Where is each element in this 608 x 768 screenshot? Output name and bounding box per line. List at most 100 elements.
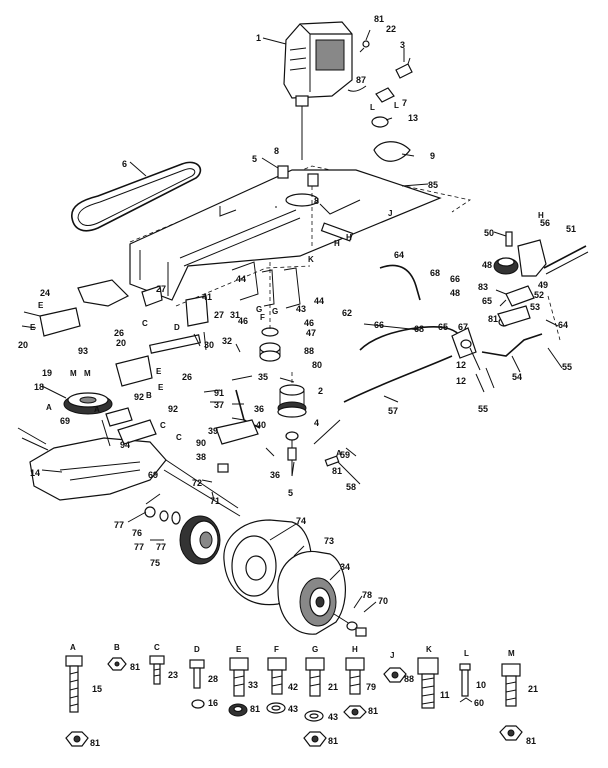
callout: 12 <box>456 360 466 370</box>
callout: 65 <box>438 322 448 332</box>
hw-nut-g: 81 <box>328 736 338 746</box>
hw-letter-m: M <box>508 649 515 658</box>
callout: 80 <box>312 360 322 370</box>
callout: 73 <box>324 536 334 546</box>
callout: 76 <box>132 528 142 538</box>
callout: 47 <box>306 328 316 338</box>
hw-letter-d: D <box>194 645 200 654</box>
hw-part-l: 10 <box>476 680 486 690</box>
hw-letter-c: C <box>154 643 160 652</box>
letter: C <box>176 433 182 442</box>
callout: 83 <box>478 282 488 292</box>
letter: E <box>158 383 164 392</box>
reference-letters: K H H J L L F G G C C C D E E E E A A A … <box>30 101 544 458</box>
hw-part-m: 21 <box>528 684 538 694</box>
callout: 59 <box>340 450 350 460</box>
callout: 66 <box>450 274 460 284</box>
hw-letter-g: G <box>312 645 318 654</box>
hw-letter-a: A <box>70 643 76 652</box>
letter: A <box>46 403 52 412</box>
callout: 8 <box>314 196 319 206</box>
callout: 14 <box>30 468 40 478</box>
callout: 4 <box>314 418 319 428</box>
letter: L <box>370 103 375 112</box>
callout: 13 <box>408 113 418 123</box>
letter: J <box>388 209 392 218</box>
hw-letter-f: F <box>274 645 279 654</box>
callout: 81 <box>374 14 384 24</box>
drive-belt <box>71 161 202 232</box>
hw-letter-j: J <box>390 651 394 660</box>
callout: 12 <box>456 376 466 386</box>
hw-part-k: 11 <box>440 690 450 700</box>
letter: A <box>336 449 342 458</box>
shift-linkage <box>313 264 561 467</box>
hw-washer-g: 43 <box>328 712 338 722</box>
letter: E <box>38 301 44 310</box>
callout: 93 <box>78 346 88 356</box>
callout: 88 <box>304 346 314 356</box>
callout: 77 <box>156 542 166 552</box>
callout: 77 <box>114 520 124 530</box>
callout: 69 <box>148 470 158 480</box>
brake-bracket <box>493 231 589 327</box>
callout: 9 <box>430 151 435 161</box>
engine <box>283 21 353 160</box>
hw-part-a: 15 <box>92 684 102 694</box>
callout: 5 <box>252 154 257 164</box>
callout: 92 <box>134 392 144 402</box>
callout: 75 <box>150 558 160 568</box>
hw-part-f: 42 <box>288 682 298 692</box>
callout: 24 <box>40 288 50 298</box>
hw-part-h: 79 <box>366 682 376 692</box>
hw-part-b: 81 <box>130 662 140 672</box>
callout: 85 <box>428 180 438 190</box>
callout: 58 <box>346 482 356 492</box>
callout: 64 <box>558 320 568 330</box>
callout: 2 <box>318 386 323 396</box>
letter: M <box>70 369 77 378</box>
hw-part-g: 21 <box>328 682 338 692</box>
letter: M <box>84 369 91 378</box>
callout: 40 <box>256 420 266 430</box>
callout: 39 <box>208 426 218 436</box>
left-brackets <box>21 261 301 473</box>
callout: 91 <box>214 388 224 398</box>
callout: 87 <box>356 75 366 85</box>
callout: 34 <box>340 562 350 572</box>
callout: 48 <box>450 288 460 298</box>
letter: A <box>94 405 100 414</box>
callout: 27 <box>214 310 224 320</box>
callout: 19 <box>42 368 52 378</box>
callout: 48 <box>482 260 492 270</box>
callout: 30 <box>204 340 214 350</box>
hw-part-j: 88 <box>404 674 414 684</box>
callout: 67 <box>458 322 468 332</box>
hw-washer-f: 43 <box>288 704 298 714</box>
callout: 55 <box>562 362 572 372</box>
hw-sub-l: 60 <box>474 698 484 708</box>
callout: 77 <box>134 542 144 552</box>
letter: E <box>30 323 36 332</box>
letter: B <box>146 391 152 400</box>
callout: 62 <box>342 308 352 318</box>
callout: 92 <box>168 404 178 414</box>
hw-letter-h: H <box>352 645 358 654</box>
callout: 20 <box>18 340 28 350</box>
hw-part-d: 28 <box>208 674 218 684</box>
callout: 35 <box>258 372 268 382</box>
letter: C <box>160 421 166 430</box>
hw-nut-a: 81 <box>90 738 100 748</box>
callout: 53 <box>530 302 540 312</box>
callout: 70 <box>378 596 388 606</box>
letter: H <box>334 239 340 248</box>
callout: 43 <box>296 304 306 314</box>
axle-hub <box>144 506 221 565</box>
callout: 36 <box>270 470 280 480</box>
callout-labels: 1 81 22 3 87 7 13 9 85 6 5 8 8 50 56 51 … <box>18 14 576 606</box>
letter: E <box>156 367 162 376</box>
letter: G <box>272 307 278 316</box>
callout: 68 <box>430 268 440 278</box>
letter: L <box>394 101 399 110</box>
transaxle <box>17 392 241 517</box>
